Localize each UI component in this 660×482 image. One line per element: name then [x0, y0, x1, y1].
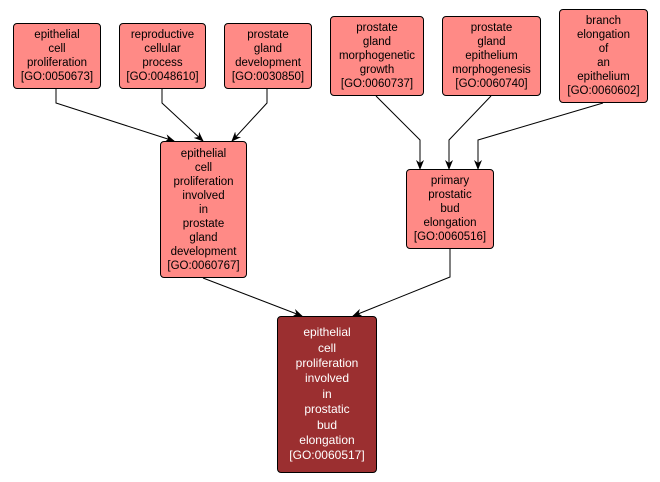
node-label-line: prostate	[356, 22, 398, 34]
node-label-line: bud	[316, 417, 338, 432]
edge-GO0060767-to-GO0060517	[202, 277, 303, 317]
node-label-line: prostatic	[304, 402, 350, 417]
node-label-line: development	[235, 57, 301, 69]
edge-GO0060737-to-GO0060516	[375, 95, 424, 170]
node-go-id: [GO:0030850]	[231, 71, 305, 83]
node-label-line: epithelial	[180, 147, 227, 160]
node-label-line: primary	[430, 175, 470, 187]
node-label-line: involved	[304, 371, 350, 386]
node-label-line: elongation	[576, 29, 631, 41]
edge-GO0060602-to-GO0060516	[474, 102, 604, 170]
node-label-line: proliferation	[173, 175, 234, 188]
node-go-id: [GO:0060740]	[455, 78, 528, 90]
edge-GO0060516-to-GO0060517	[352, 249, 451, 317]
node-label-line: epithelial	[303, 325, 351, 340]
node-label-line: bud	[440, 203, 460, 215]
node-go-id: [GO:0060767]	[167, 259, 240, 272]
node-label-line: cell	[194, 161, 213, 174]
node-label-line: morphogenesis	[452, 64, 531, 76]
node-label-line: elongation	[299, 433, 355, 448]
node-label-line: branch	[585, 15, 622, 27]
node-go-id: [GO:0060517]	[289, 448, 365, 463]
edge-GO0050673-to-GO0060767	[55, 89, 175, 143]
node-go-id: [GO:0050673]	[20, 71, 94, 83]
node-label-line: of	[598, 43, 609, 55]
edge-GO0048610-to-GO0060767	[161, 89, 204, 142]
node-label-line: prostate	[182, 217, 225, 230]
node-label-line: in	[199, 203, 208, 216]
edge-GO0030850-to-GO0060767	[231, 89, 268, 142]
node-go-id: [GO:0060602]	[567, 85, 640, 97]
node-label-line: process	[142, 57, 183, 69]
node-label-line: morphogenetic	[338, 50, 416, 62]
node-label-line: reproductive	[130, 29, 195, 41]
node-label-line: elongation	[423, 217, 477, 229]
node-label-line: epithelium	[465, 50, 518, 62]
go-term-node-go0050673[interactable]: epithelial cell proliferation [GO:0050673]	[13, 23, 101, 89]
node-label-line: prostate	[247, 29, 289, 41]
node-label-line: an	[597, 57, 610, 69]
node-label-line: epithelial	[34, 29, 80, 41]
go-term-node-go0060516[interactable]: primary prostatic bud elongation [GO:0060516…	[406, 169, 494, 249]
go-term-node-go0060737[interactable]: prostate gland morphogenetic growth [GO:0060…	[330, 16, 424, 96]
node-label-line: gland	[362, 36, 392, 48]
node-go-id: [GO:0060737]	[340, 78, 414, 90]
go-term-node-go0030850[interactable]: prostate gland development [GO:0030850]	[224, 23, 312, 89]
node-label-line: gland	[477, 36, 506, 48]
node-label-line: growth	[359, 64, 395, 76]
node-label-line: cellular	[144, 43, 181, 55]
node-label-line: epithelium	[577, 71, 630, 83]
node-go-id: [GO:0060516]	[413, 231, 487, 243]
node-label-line: cell	[48, 43, 66, 55]
go-term-node-go0060740[interactable]: prostate gland epithelium morphogenesis [GO:…	[442, 16, 541, 96]
node-label-line: proliferation	[295, 355, 359, 370]
node-label-line: in	[322, 386, 332, 401]
node-label-line: gland	[189, 231, 218, 244]
node-label-line: prostatic	[428, 189, 472, 201]
node-go-id: [GO:0048610]	[126, 71, 199, 83]
node-label-line: proliferation	[26, 57, 88, 69]
node-label-line: cell	[317, 340, 336, 355]
node-label-line: gland	[253, 43, 283, 55]
node-label-line: development	[170, 245, 237, 258]
node-label-line: involved	[182, 189, 225, 202]
node-label-line: prostate	[470, 22, 513, 34]
go-term-node-go0048610[interactable]: reproductive cellular process [GO:0048610]	[119, 23, 206, 89]
go-term-node-go0060602[interactable]: branch elongation of an epithelium [GO:006060…	[559, 9, 648, 103]
edge-GO0060740-to-GO0060516	[445, 95, 492, 170]
